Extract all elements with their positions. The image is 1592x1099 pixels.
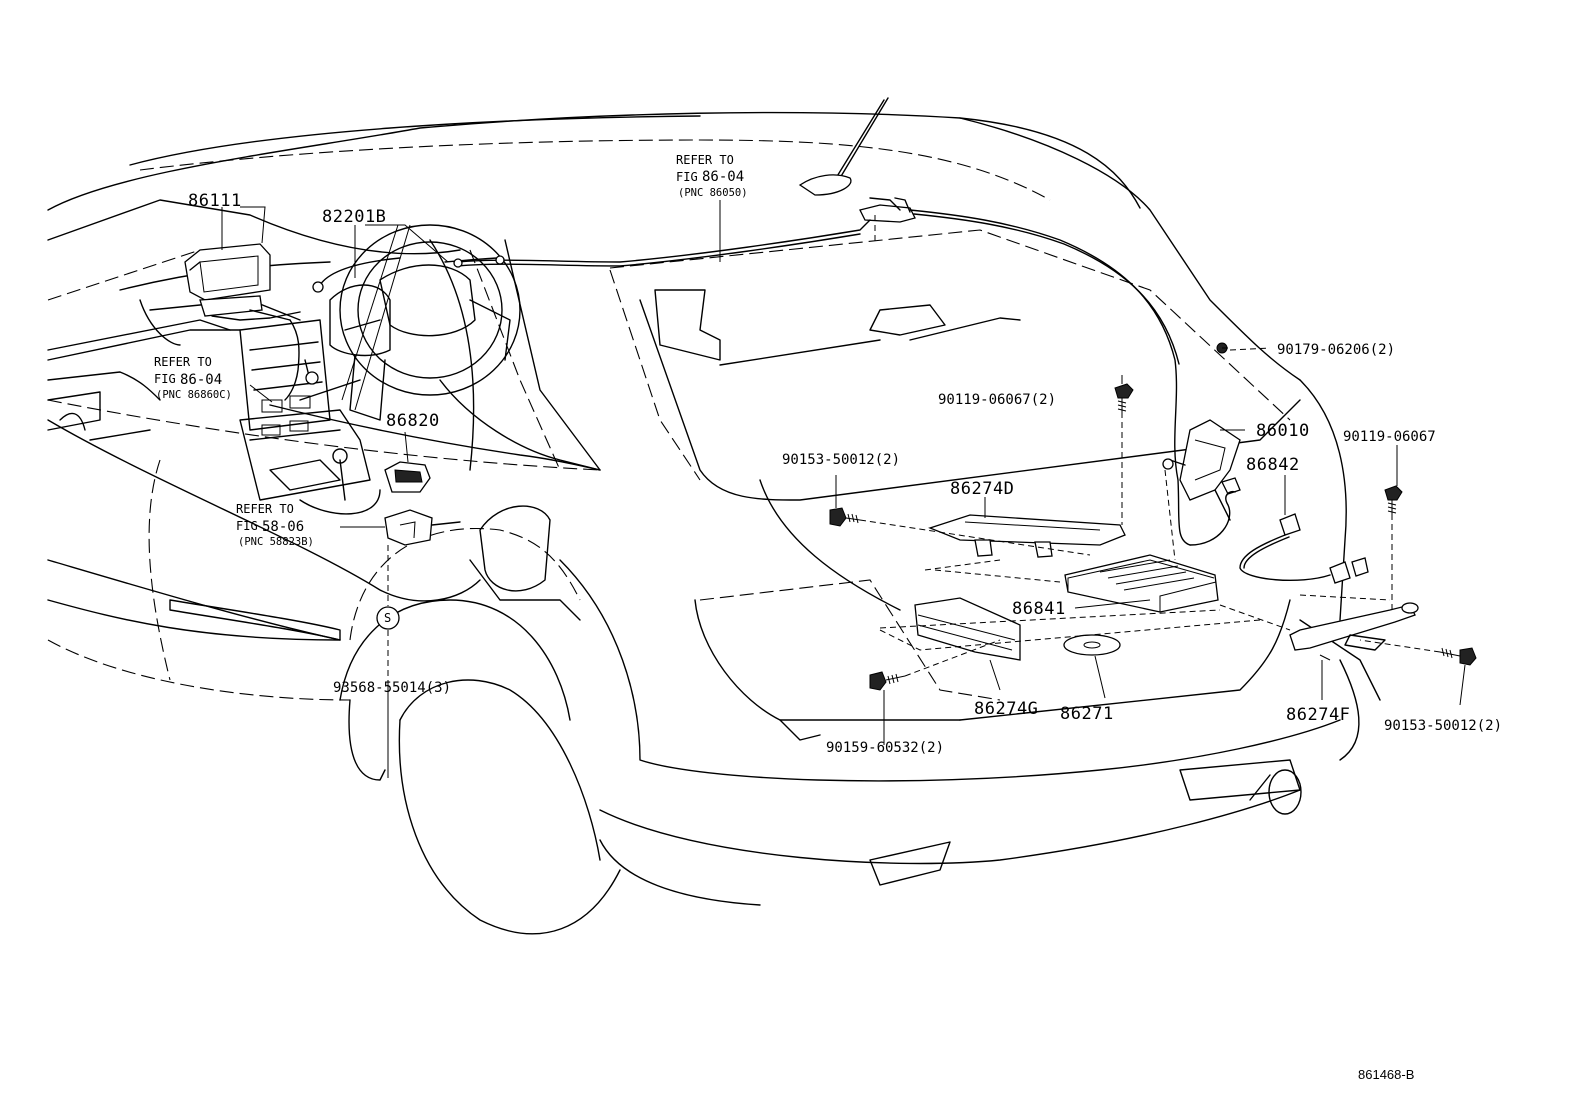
diagram-id: 861468-B (1358, 1067, 1414, 1082)
ref-shift-pnc: (PNC 58823B) (238, 536, 314, 548)
label-86274g: 86274G (974, 699, 1038, 719)
label-90119-06067-2: 90119-06067(2) (938, 392, 1056, 408)
bracket-86274d (928, 514, 1126, 558)
part-labels: 86111 82201B 86820 86010 86842 86274D 86… (188, 191, 1502, 756)
label-90179-06206: 90179-06206(2) (1277, 342, 1395, 358)
label-86010: 86010 (1256, 421, 1310, 441)
bolt-90153-b (1439, 647, 1477, 666)
ref-dash-fig: 86-04 (180, 372, 222, 388)
navigation-display-86111 (184, 243, 301, 321)
label-86111: 86111 (188, 191, 242, 211)
fasteners (376, 342, 1477, 691)
ref-antenna-pnc: (PNC 86050) (678, 187, 748, 199)
trunk-components (914, 419, 1419, 661)
label-86841: 86841 (1012, 599, 1066, 619)
cable-86842 (1239, 513, 1369, 584)
label-90153-50012-left: 90153-50012(2) (782, 452, 900, 468)
bracket-86820 (384, 461, 431, 493)
label-90119-06067: 90119-06067 (1343, 429, 1436, 445)
ref-dash-line1: REFER TO (154, 355, 212, 369)
bolt-90119-a (1114, 383, 1134, 412)
label-90153-50012-right: 90153-50012(2) (1384, 718, 1502, 734)
ref-dash-line2: FIG (154, 372, 176, 386)
ref-shift-fig: 58-06 (262, 519, 304, 535)
interior-dash (47, 224, 601, 546)
label-86842: 86842 (1246, 455, 1300, 475)
label-86820: 86820 (386, 411, 440, 431)
label-90159-60532: 90159-60532(2) (826, 740, 944, 756)
wire-harness-82201b (249, 257, 401, 401)
ref-antenna-line1: REFER TO (676, 153, 734, 167)
reference-note-dash: REFER TO FIG 86-04 (PNC 86860C) (154, 355, 232, 401)
label-86271: 86271 (1060, 704, 1114, 724)
ref-antenna-fig: 86-04 (702, 169, 744, 185)
bolt-90159 (869, 671, 906, 691)
clip-symbol-s (376, 606, 400, 630)
ref-dash-pnc: (PNC 86860C) (156, 389, 232, 401)
ref-shift-line1: REFER TO (236, 502, 294, 516)
label-86274d: 86274D (950, 479, 1014, 499)
leader-lines (221, 200, 1466, 778)
label-symbol-s: S (384, 611, 391, 625)
ref-antenna-line2: FIG (676, 170, 698, 184)
amplifier-86841 (1064, 554, 1219, 613)
label-86274f: 86274F (1286, 705, 1350, 725)
reference-note-antenna: REFER TO FIG 86-04 (PNC 86050) (676, 153, 748, 199)
disc-86271 (1063, 634, 1121, 656)
shift-part-58-06 (384, 509, 461, 546)
bracket-86274f (1289, 602, 1419, 661)
antenna-cable (453, 97, 1191, 546)
tuner-86010 (1162, 419, 1241, 521)
ref-shift-line2: FIG (236, 519, 258, 533)
bracket-86274g (914, 597, 1021, 661)
label-82201b: 82201B (322, 207, 386, 227)
reference-note-shift: REFER TO FIG 58-06 (PNC 58823B) (236, 502, 314, 548)
bolt-90119-b (1384, 485, 1403, 514)
bolt-90153-a (829, 507, 861, 527)
assembly-lines (387, 347, 1441, 680)
vehicle-body (47, 111, 1381, 935)
label-93568-55014: 93568-55014(3) (333, 680, 451, 696)
